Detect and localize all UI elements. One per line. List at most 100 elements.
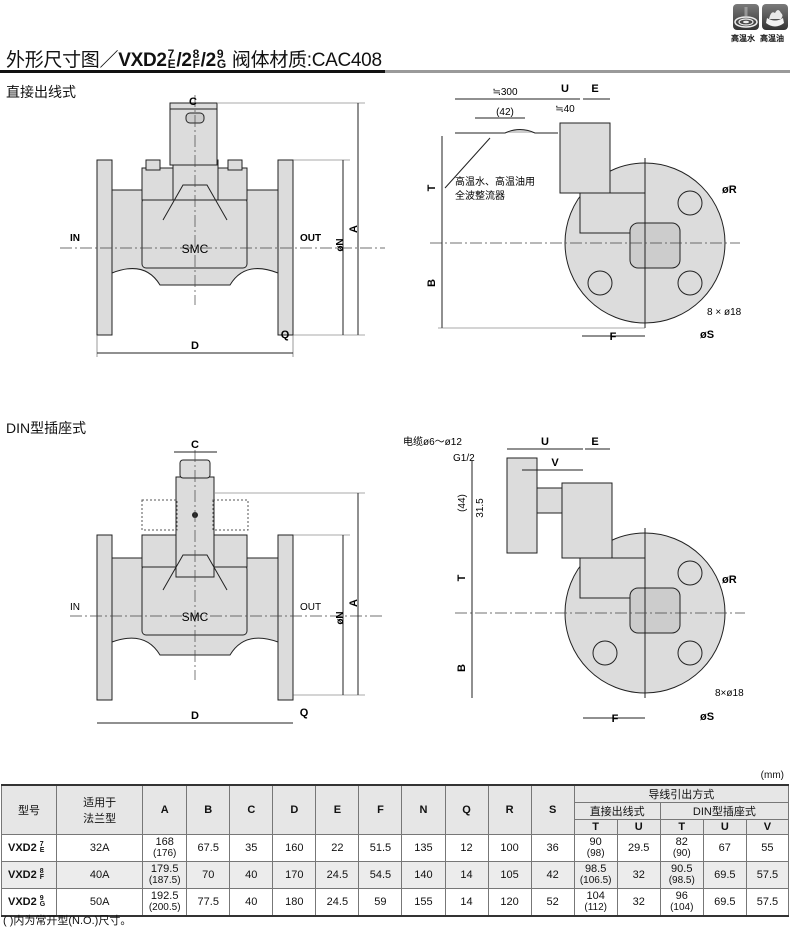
cell-f: 51.5 — [358, 834, 403, 862]
cell-du: 32 — [616, 888, 661, 917]
holes-label: 8×ø18 — [715, 688, 744, 699]
dim-t: T — [456, 574, 468, 581]
right-flange — [277, 159, 294, 336]
title-rule-gray — [385, 70, 790, 73]
cell-s: 36 — [530, 834, 575, 862]
cell-b: 67.5 — [186, 834, 231, 862]
footnote: ( )内为常开型(N.O.)尺寸。 — [3, 915, 132, 927]
cell-c: 35 — [229, 834, 274, 862]
cell-dt: 98.5(106.5) — [573, 861, 618, 889]
dim-300: ≒300 — [492, 87, 518, 98]
cell-dt: 90(98) — [573, 834, 618, 862]
cell-nv: 57.5 — [745, 861, 790, 889]
media-icons: 高温水 高温油 — [731, 4, 789, 44]
header-q: Q — [444, 784, 489, 835]
din-side-view: 电缆ø6～ø12 G1/2 U V E (44) 31.5 T B F øR ø… — [403, 435, 745, 725]
dim-d: D — [191, 710, 199, 722]
dim-s: øS — [700, 329, 714, 341]
cell-nt: 90.5(98.5) — [659, 861, 704, 889]
port — [629, 222, 681, 269]
material-value: CAC408 — [311, 50, 382, 71]
unit-label: (mm) — [760, 770, 784, 781]
thread-label: G1/2 — [453, 453, 475, 464]
high-temp-water-icon — [733, 4, 759, 30]
cell-n: 155 — [401, 888, 446, 917]
cell-q: 14 — [444, 888, 489, 917]
dim-31-5: 31.5 — [475, 498, 486, 518]
dim-r: øR — [722, 574, 737, 586]
header-din-u: U — [702, 819, 747, 835]
cell-b: 70 — [186, 861, 231, 889]
coil — [169, 102, 218, 166]
dim-f: F — [610, 331, 617, 343]
tube — [172, 159, 219, 201]
in-label: IN — [70, 233, 80, 244]
header-model: 型号 — [0, 784, 58, 835]
model-base: VXD2 — [118, 50, 167, 71]
cell-nu: 67 — [702, 834, 747, 862]
title-rule — [0, 70, 385, 73]
dim-e: E — [591, 83, 598, 95]
cell-flange: 50A — [56, 888, 144, 917]
direct-front-view: SMC IN OUT C A øN D Q — [60, 95, 385, 357]
brand-label: SMC — [182, 610, 209, 624]
cell-e: 24.5 — [315, 861, 360, 889]
cell-r: 120 — [487, 888, 532, 917]
dim-b: B — [426, 279, 438, 287]
dim-q: Q — [300, 707, 309, 719]
bonnet — [141, 197, 248, 269]
header-din-t: T — [659, 819, 704, 835]
cell-n: 140 — [401, 861, 446, 889]
header-lead-group: 导线引出方式 — [573, 784, 790, 803]
spec-table: 型号 适用于 法兰型 A B C D E F N Q R S 导线引出方式 直接… — [0, 784, 790, 917]
header-a: A — [142, 784, 188, 835]
header-c: C — [229, 784, 274, 835]
cell-flange: 40A — [56, 861, 144, 889]
header-d: D — [272, 784, 317, 835]
dim-q: Q — [281, 329, 290, 341]
rectifier-note-2: 全波整流器 — [455, 189, 505, 202]
dim-f: F — [612, 713, 619, 725]
cell-f: 54.5 — [358, 861, 403, 889]
cell-d: 170 — [272, 861, 317, 889]
water-label: 高温水 — [731, 34, 755, 43]
dim-t: T — [426, 184, 438, 191]
header-din-group: DIN型插座式 — [659, 802, 790, 820]
header-f: F — [358, 784, 403, 835]
cell-d: 160 — [272, 834, 317, 862]
direct-side-view: 高温水、高温油用 全波整流器 ≒300 (42) ≒40 U E T B F ø… — [426, 83, 742, 343]
cell-q: 14 — [444, 861, 489, 889]
dim-n: øN — [335, 611, 346, 624]
header-s: S — [530, 784, 575, 835]
cell-s: 42 — [530, 861, 575, 889]
cell-flange: 32A — [56, 834, 144, 862]
cell-nv: 57.5 — [745, 888, 790, 917]
dim-r: øR — [722, 184, 737, 196]
dim-c: C — [191, 440, 199, 451]
cell-f: 59 — [358, 888, 403, 917]
left-flange — [96, 159, 113, 336]
header-direct-t: T — [573, 819, 618, 835]
cell-nv: 55 — [745, 834, 790, 862]
cell-dt: 104(112) — [573, 888, 618, 917]
dim-n: øN — [335, 238, 346, 251]
out-label: OUT — [300, 233, 321, 244]
cell-e: 24.5 — [315, 888, 360, 917]
cell-n: 135 — [401, 834, 446, 862]
dim-a: A — [348, 225, 360, 233]
header-b: B — [186, 784, 231, 835]
section-title-din: DIN型插座式 — [6, 420, 87, 436]
holes-label: 8 × ø18 — [707, 307, 742, 318]
dim-b: B — [456, 664, 468, 672]
cell-nu: 69.5 — [702, 888, 747, 917]
cell-du: 32 — [616, 861, 661, 889]
cell-b: 77.5 — [186, 888, 231, 917]
